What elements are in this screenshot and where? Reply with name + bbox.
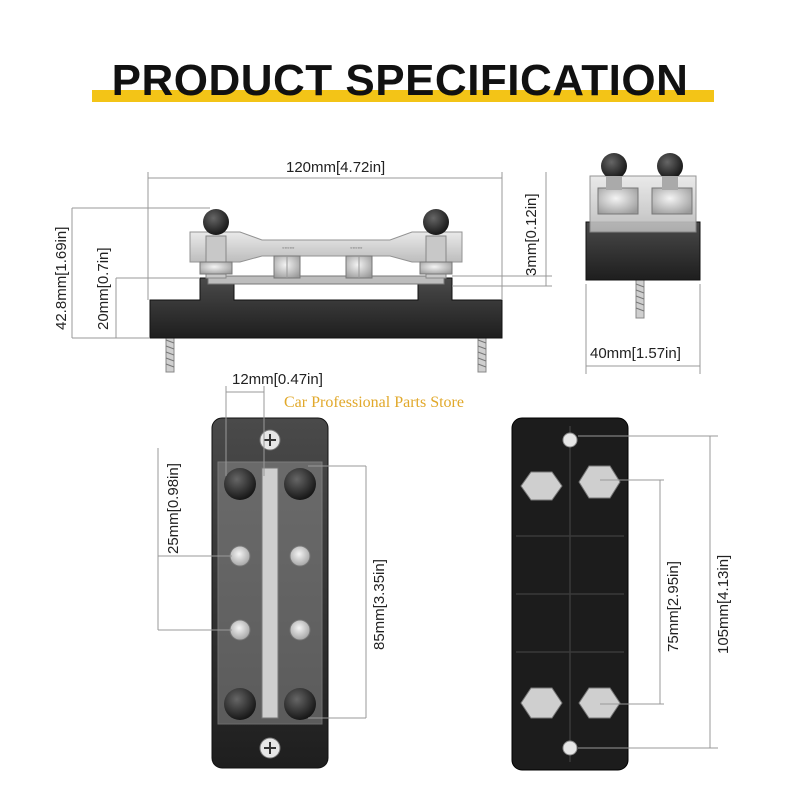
page-title: PRODUCT SPECIFICATION: [111, 56, 689, 105]
front-clear-cover: [189, 231, 463, 263]
bottom-hex-1: [520, 471, 563, 501]
front-screw-right: [477, 333, 487, 373]
front-base: [149, 277, 503, 339]
dim-width-120: 120mm[4.72in]: [286, 159, 386, 176]
top-cap-1: [224, 468, 256, 500]
dim-width-40: 40mm[1.57in]: [590, 345, 681, 362]
side-stud-left: [597, 153, 639, 215]
dim-thickness-3: 3mm[0.12in]: [523, 193, 540, 276]
side-screw: [635, 277, 645, 319]
dim-length-105: 105mm[4.13in]: [715, 554, 732, 654]
top-nut-1: [229, 545, 251, 567]
bottom-hole-top: [562, 432, 578, 448]
side-view: [585, 153, 701, 374]
dim-spacing-25: 25mm[0.98in]: [165, 463, 182, 554]
front-screw-left: [165, 333, 175, 373]
dim-height-42-8: 42.8mm[1.69in]: [53, 226, 70, 330]
svg-text:◦◦◦◦◦: ◦◦◦◦◦: [350, 245, 362, 252]
front-stud-left: [199, 209, 233, 279]
top-dimension-lines: [157, 386, 367, 719]
store-watermark: Car Professional Parts Store: [284, 394, 464, 411]
bottom-hex-3: [520, 687, 563, 719]
bottom-view: [511, 417, 718, 771]
bottom-dimension-lines: [578, 435, 718, 749]
svg-text:◦◦◦◦◦: ◦◦◦◦◦: [282, 245, 294, 252]
top-nut-3: [229, 619, 251, 641]
bottom-grid: [516, 426, 624, 762]
dim-height-20: 20mm[0.7in]: [95, 247, 112, 330]
front-busbar: [207, 275, 445, 285]
top-nut-2: [289, 545, 311, 567]
top-cap-2: [284, 468, 316, 500]
bottom-hex-2: [578, 465, 621, 499]
side-dimension-lines: [585, 284, 701, 374]
top-screw-bottom: [259, 737, 281, 759]
top-nut-4: [289, 619, 311, 641]
side-stud-right: [651, 153, 693, 215]
front-small-screw-1: [273, 255, 301, 279]
top-screw-top: [259, 429, 281, 451]
front-view: ◦◦◦◦◦ ◦◦◦◦◦: [71, 172, 552, 373]
bottom-hole-bottom: [562, 740, 578, 756]
front-small-screw-2: [345, 255, 373, 279]
bottom-hex-4: [578, 687, 621, 719]
dim-width-12: 12mm[0.47in]: [232, 371, 323, 388]
front-dimension-lines: [71, 172, 552, 339]
dim-length-85: 85mm[3.35in]: [371, 559, 388, 650]
title-underline-band: [92, 90, 714, 102]
top-busbar: [261, 467, 279, 719]
top-cap-3: [224, 688, 256, 720]
top-view: [157, 386, 367, 769]
front-stud-right: [419, 209, 453, 279]
dim-hole-75: 75mm[2.95in]: [665, 561, 682, 652]
top-cap-4: [284, 688, 316, 720]
